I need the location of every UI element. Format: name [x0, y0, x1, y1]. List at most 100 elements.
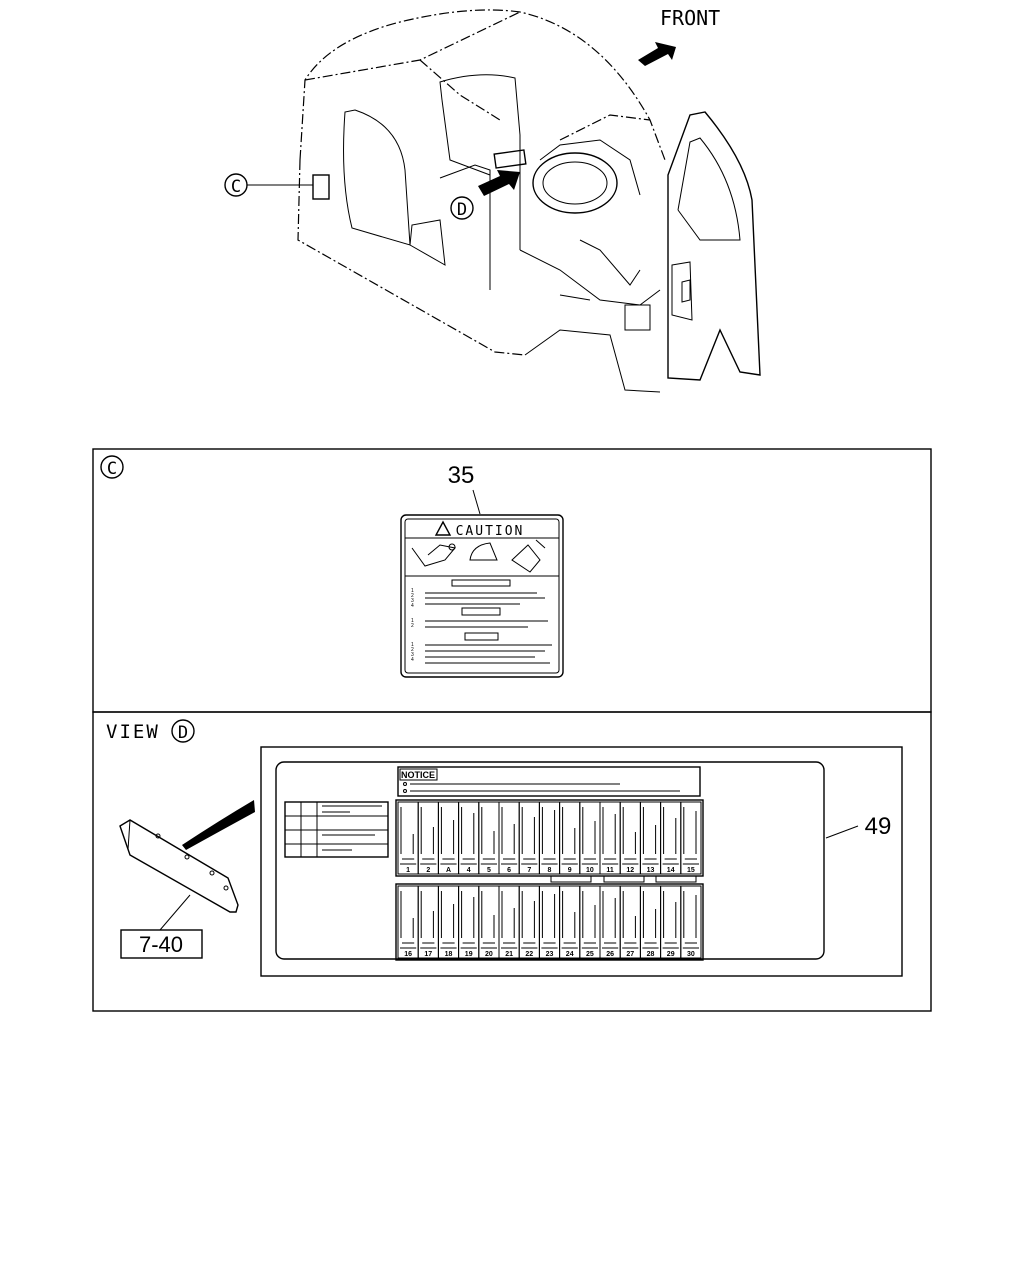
fuse-number: 15 [687, 867, 695, 874]
fuse-slot: 30 [680, 885, 702, 959]
svg-text:D: D [457, 200, 467, 220]
fuse-slot: 9 [559, 801, 581, 875]
fuse-number: 2 [426, 867, 430, 874]
fuse-slot: 13 [639, 801, 662, 875]
warning-triangle-icon [434, 520, 452, 536]
part-number-49: 49 [865, 813, 892, 840]
fuse-number: 25 [586, 951, 594, 958]
ref-box-7-40: 7-40 [120, 929, 203, 959]
fuse-number: 22 [525, 951, 533, 958]
fuse-number: 19 [465, 951, 473, 958]
fuse-slot: 10 [579, 801, 601, 875]
fuse-number: 14 [667, 867, 675, 874]
fuse-slot: 11 [599, 801, 621, 875]
svg-text:NOTICE: NOTICE [401, 770, 435, 780]
callout-d-top: D [450, 170, 520, 220]
fuse-label-inner [275, 761, 825, 960]
fuse-slot: 29 [660, 885, 682, 959]
fuse-number: 13 [647, 867, 655, 874]
fuse-slot: 22 [518, 885, 540, 959]
front-arrow-icon [638, 42, 676, 66]
fuse-slot: 12 [619, 801, 641, 875]
fuse-slot: 20 [478, 885, 500, 959]
fuse-number: 17 [424, 951, 432, 958]
fuse-number: 27 [626, 951, 634, 958]
fuse-slot: 7 [518, 801, 540, 875]
caution-line-number: 1 [411, 618, 414, 624]
svg-text:VIEW: VIEW [106, 721, 160, 743]
caution-line-number: 2 [411, 623, 414, 629]
fuse-number: 6 [507, 867, 511, 874]
panel-c-circle: C [100, 455, 124, 479]
fuse-slot: 26 [599, 885, 621, 959]
legend-table [284, 801, 389, 858]
caution-line-number: 1 [411, 642, 414, 648]
fuse-label-outer [260, 746, 903, 977]
pictogram-icons [411, 539, 546, 573]
fuse-slot: 6 [498, 801, 520, 875]
part-number-35: 35 [448, 462, 475, 489]
fuse-row-2: 16 17 18 19 20 21 22 23 24 25 26 27 28 29 30 [395, 883, 704, 961]
caution-line-number: 3 [411, 598, 414, 604]
fuse-number: 4 [467, 867, 471, 874]
callout-c-top: C [224, 173, 313, 197]
fuse-slot: 2 [417, 801, 439, 875]
fuse-number: 11 [606, 867, 614, 874]
fuse-slot: 16 [397, 885, 419, 959]
fuse-slot: 28 [639, 885, 662, 959]
caution-line-number: 3 [411, 652, 414, 658]
fuse-number: 29 [667, 951, 675, 958]
fuse-box-cover [119, 800, 255, 931]
fuse-number: 24 [566, 951, 574, 958]
caution-title: CAUTION [456, 524, 525, 539]
fuse-number: 16 [404, 951, 412, 958]
cab-illustration [297, 9, 761, 393]
svg-text:C: C [231, 177, 241, 197]
fuse-number: 21 [505, 951, 513, 958]
fuse-slot: 21 [498, 885, 520, 959]
fuse-number: 10 [586, 867, 594, 874]
caution-line-number: 4 [411, 657, 414, 663]
fuse-number: 7 [527, 867, 531, 874]
fuse-number: 5 [487, 867, 491, 874]
svg-text:D: D [178, 723, 188, 743]
fuse-slot: 15 [680, 801, 702, 875]
fuse-slot: 23 [538, 885, 561, 959]
caution-line-number: 1 [411, 588, 414, 594]
fuse-slot: 5 [478, 801, 500, 875]
fuse-slot: 8 [538, 801, 561, 875]
caution-line-number: 2 [411, 593, 414, 599]
fuse-slot: 18 [437, 885, 460, 959]
fuse-number: 12 [626, 867, 634, 874]
fuse-slot: 1 [397, 801, 419, 875]
fuse-number: 1 [406, 867, 410, 874]
fuse-slot: 27 [619, 885, 641, 959]
fuse-slot: 4 [458, 801, 480, 875]
fuse-number: 28 [647, 951, 655, 958]
fuse-slot: 19 [458, 885, 480, 959]
svg-text:7-40: 7-40 [139, 932, 183, 957]
fuse-slot: 25 [579, 885, 601, 959]
notice-box: NOTICE [397, 766, 701, 797]
fuse-number: A [446, 867, 451, 874]
fuse-number: 23 [546, 951, 554, 958]
fuse-slot: 24 [559, 885, 581, 959]
svg-text:C: C [107, 459, 117, 479]
front-label: FRONT [660, 6, 720, 30]
spare-fuse-slots [550, 875, 697, 883]
fuse-number: 20 [485, 951, 493, 958]
fuse-number: 8 [548, 867, 552, 874]
view-d-heading: VIEW D [106, 719, 195, 743]
fuse-slot: 14 [660, 801, 682, 875]
fuse-slot: A [437, 801, 460, 875]
caution-line-number: 2 [411, 647, 414, 653]
view-arrow-icon [478, 170, 520, 196]
fuse-number: 9 [568, 867, 572, 874]
fuse-number: 30 [687, 951, 695, 958]
fuse-slot: 17 [417, 885, 439, 959]
caution-line-number: 4 [411, 603, 414, 609]
